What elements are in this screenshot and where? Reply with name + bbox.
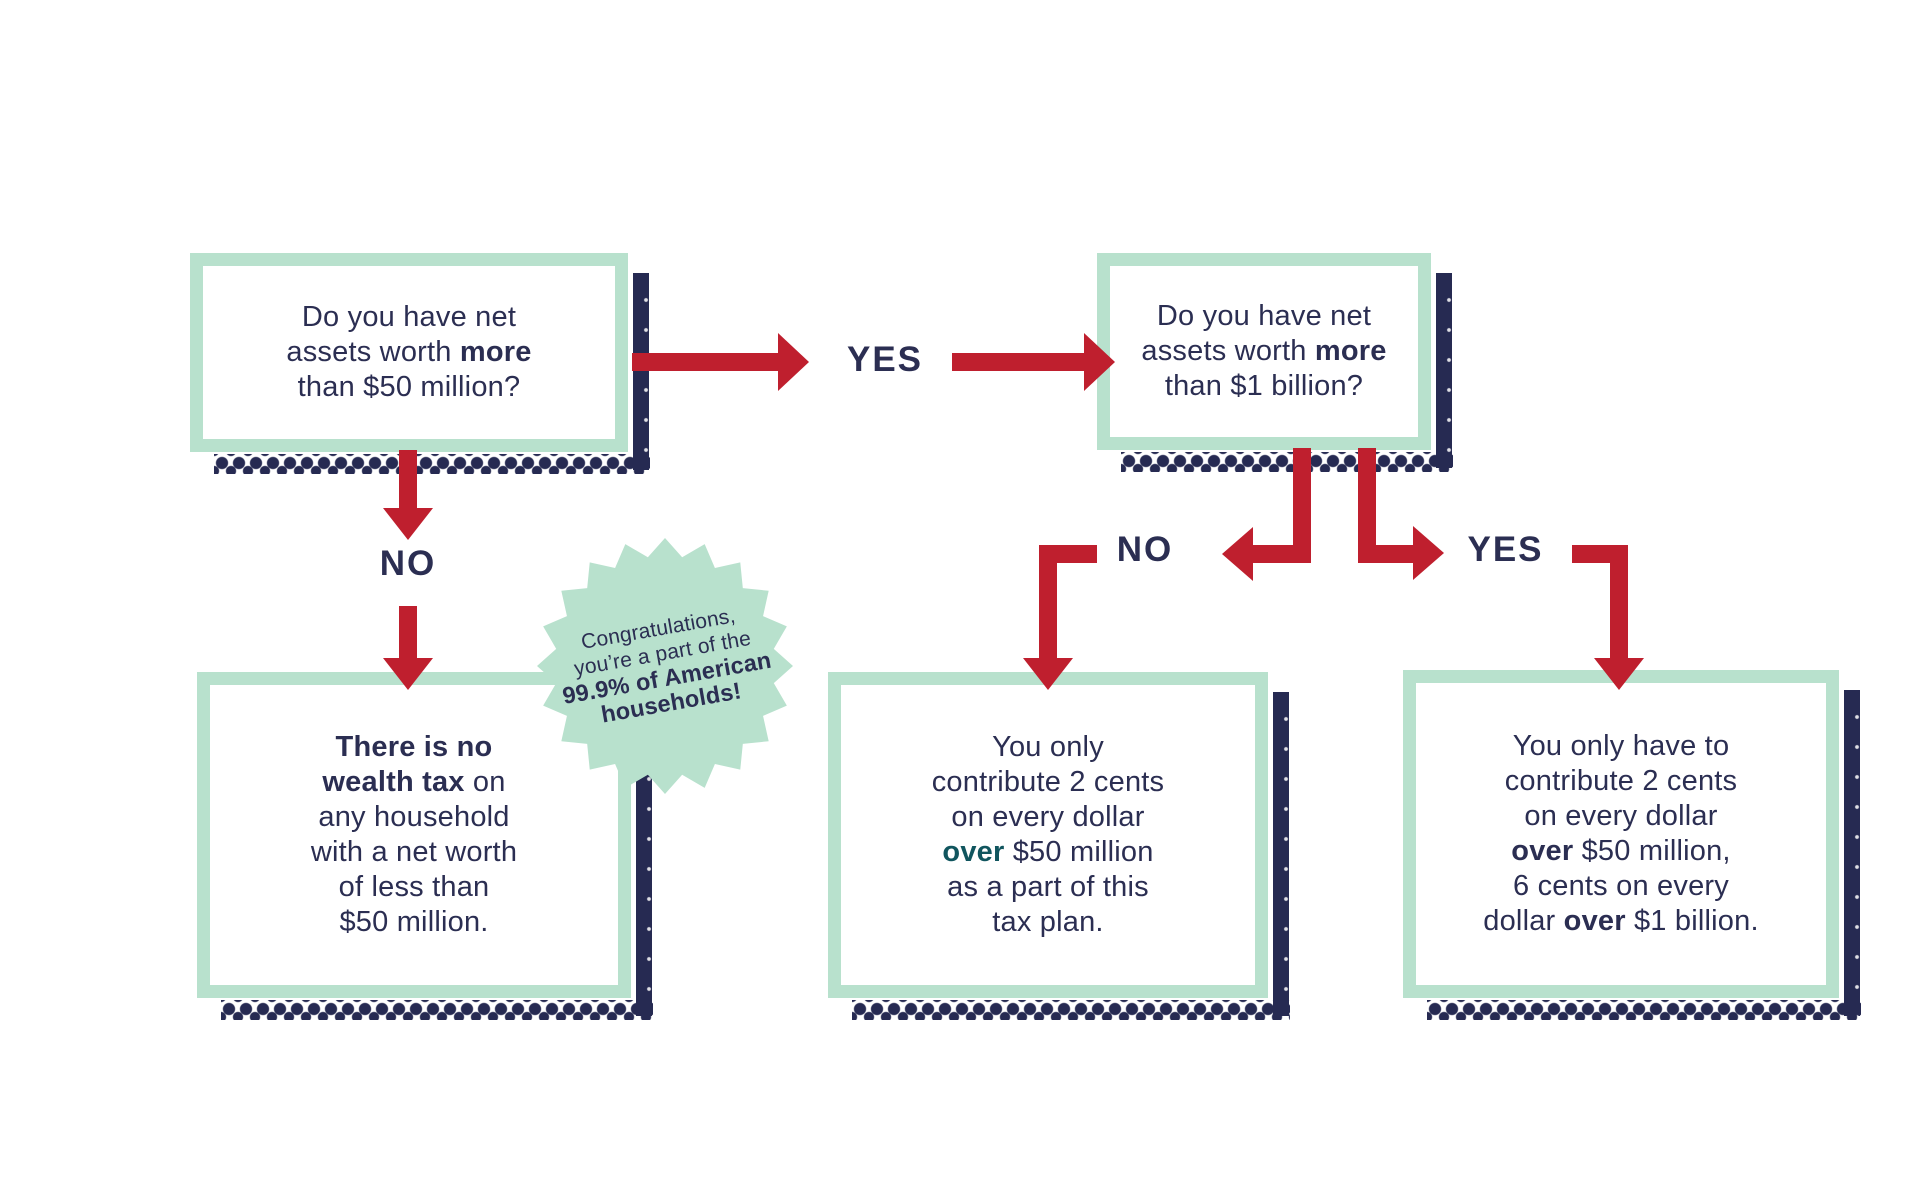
arrow-yes-right-vbar-2 — [1610, 545, 1628, 658]
label-yes-right: YES — [1467, 530, 1544, 569]
shadow-a2-bottom — [852, 1000, 1290, 1020]
arrow-yes-right-head-right — [1413, 526, 1444, 580]
shadow-q2-side — [1436, 273, 1452, 468]
arrow-yes-right-hbar-1 — [1358, 545, 1413, 563]
arrow-yes-top-head-1 — [778, 333, 809, 391]
arrow-no-mid-head-down — [1023, 658, 1073, 690]
shadow-a3-side — [1844, 690, 1860, 1016]
label-no-mid: NO — [1116, 530, 1174, 569]
shadow-q1-bottom — [214, 454, 650, 474]
arrow-no-mid-hbar-1 — [1250, 545, 1311, 563]
shadow-q2-bottom — [1121, 452, 1453, 472]
arrow-no-mid-vbar-2 — [1039, 545, 1057, 658]
arrow-no-left-bar-1 — [399, 450, 417, 508]
arrow-yes-right-vbar-1 — [1358, 448, 1376, 563]
arrow-yes-top-head-2 — [1084, 333, 1115, 391]
arrow-yes-top-bar-1 — [632, 353, 778, 371]
arrow-no-mid-vbar-1 — [1293, 448, 1311, 563]
shadow-a2-side — [1273, 692, 1289, 1016]
arrow-no-left-head-2 — [383, 658, 433, 690]
shadow-q1-side — [633, 273, 649, 470]
shadow-a1-bottom — [221, 1000, 653, 1020]
label-yes-top: YES — [846, 340, 924, 379]
arrow-no-left-head-1 — [383, 508, 433, 540]
arrow-no-mid-head-left — [1222, 527, 1253, 581]
label-no-left: NO — [379, 544, 437, 583]
shadow-a3-bottom — [1427, 1000, 1861, 1020]
arrow-yes-right-head-down — [1594, 658, 1644, 690]
arrow-yes-top-bar-2 — [952, 353, 1084, 371]
arrow-no-left-bar-2 — [399, 606, 417, 658]
